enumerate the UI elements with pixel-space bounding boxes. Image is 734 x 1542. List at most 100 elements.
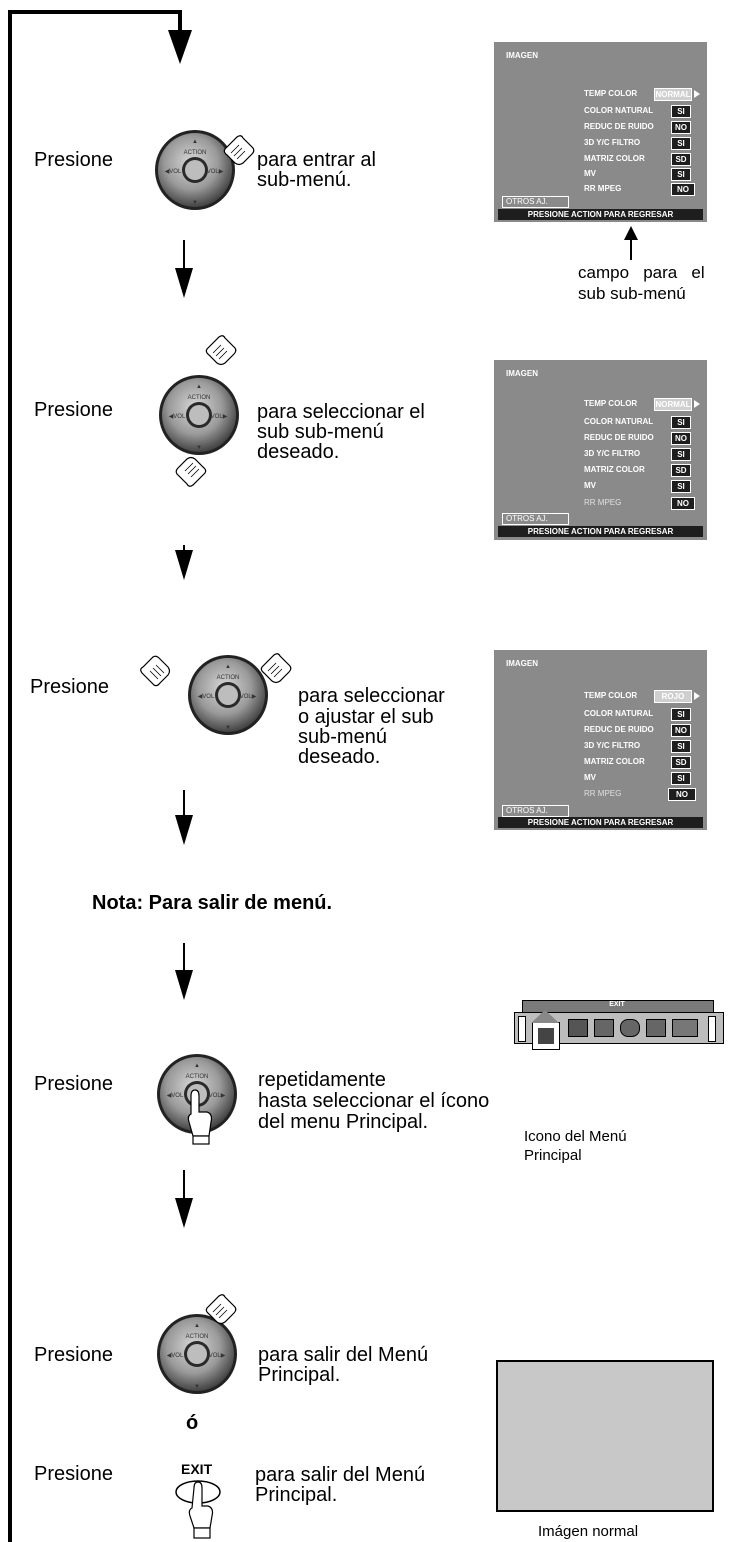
menu-value: NO [671, 432, 691, 445]
menu-value: SI [671, 416, 691, 429]
annotation-subsub-line1: campo para el [578, 263, 705, 282]
menu-item: COLOR NATURAL [584, 106, 654, 115]
step3-text4: deseado. [298, 746, 381, 768]
menu-otros: OTROS AJ. [502, 513, 569, 525]
flow-line-left [8, 10, 12, 1542]
menu-item: RR MPEG [584, 789, 622, 798]
menu-icons-caption-line2: Principal [524, 1147, 582, 1164]
camera-icon [594, 1019, 614, 1037]
normal-image-caption: Imágen normal [538, 1523, 639, 1540]
step-arrow-5-head [175, 1198, 193, 1228]
step2-text3: deseado. [257, 441, 340, 463]
step6-label: Presione [34, 1463, 113, 1485]
exit-button[interactable] [170, 1474, 230, 1542]
menu-footer-bar: PRESIONE ACTION PARA REGRESAR [498, 209, 703, 220]
menu-item: REDUC DE RUIDO [584, 725, 654, 734]
flow-line-top [8, 10, 182, 14]
main-menu-icons-bar: EXIT [514, 1000, 724, 1050]
note-heading: Nota: Para salir de menú. [92, 892, 333, 914]
step3-label: Presione [30, 676, 109, 698]
step1-label: Presione [34, 149, 113, 171]
menu-value: SD [671, 756, 691, 769]
flow-arrow-head [168, 30, 192, 64]
menu-value: NO [671, 183, 695, 196]
clock-icon [620, 1019, 640, 1037]
arrow-right-icon [694, 400, 700, 408]
step2-label: Presione [34, 399, 113, 421]
menu-item: MV [584, 773, 596, 782]
menu-item: 3D Y/C FILTRO [584, 138, 641, 147]
menu-icons-caption-line1: Icono del Menú [524, 1128, 627, 1145]
or-separator: ó [186, 1412, 199, 1434]
speaker-icon [568, 1019, 588, 1037]
menu-value: SI [671, 772, 691, 785]
menu-title: IMAGEN [506, 51, 538, 60]
step-arrow-1-line [183, 240, 185, 268]
menu-item: TEMP COLOR [584, 399, 638, 408]
menu-item: MATRIZ COLOR [584, 154, 645, 163]
step2-text2: sub sub-menú [257, 421, 384, 443]
annotation-subsub-line2: sub sub-menú [578, 284, 686, 303]
step1-text1: para entrar al [257, 149, 376, 171]
remote-dial-icon [140, 653, 292, 735]
menu-value: NORMAL [654, 88, 692, 101]
menu-otros: OTROS AJ. [502, 805, 569, 817]
step4-text1: repetidamente [258, 1069, 386, 1091]
menu-value: SD [671, 153, 691, 166]
step4-text2: hasta seleccionar el ícono [258, 1090, 490, 1112]
step2-text1: para seleccionar el [257, 401, 425, 423]
menu-value: SI [671, 168, 691, 181]
step1-text2: sub-menú. [257, 169, 352, 191]
step-arrow-3-line [183, 790, 185, 818]
menu-value: SI [671, 105, 691, 118]
step5-text2: Principal. [258, 1364, 341, 1386]
step3-text2: o ajustar el sub [298, 706, 434, 728]
menu-value: SI [671, 480, 691, 493]
step-arrow-3-head [175, 815, 193, 845]
menu-item: RR MPEG [584, 498, 622, 507]
menu-title: IMAGEN [506, 659, 538, 668]
normal-image-screen [496, 1360, 714, 1512]
menu-value: NO [671, 121, 691, 134]
menu-title: IMAGEN [506, 369, 538, 378]
menu-value: SI [671, 708, 691, 721]
menu-value: NO [668, 788, 696, 801]
menu-item: REDUC DE RUIDO [584, 433, 654, 442]
menu-item: MV [584, 481, 596, 490]
step6-text2: Principal. [255, 1484, 338, 1506]
menu-item: COLOR NATURAL [584, 417, 654, 426]
tv-menu-imagen-1: IMAGEN TEMP COLOR NORMAL COLOR NATURAL S… [494, 42, 707, 222]
step3-text1: para seleccionar [298, 685, 445, 707]
menu-otros: OTROS AJ. [502, 196, 569, 208]
step3-text3: sub-menú [298, 726, 387, 748]
step5-label: Presione [34, 1344, 113, 1366]
menu-item: RR MPEG [584, 184, 622, 193]
tv-menu-imagen-3: IMAGEN TEMP COLOR ROJO COLOR NATURAL SI … [494, 650, 707, 830]
remote-dial-icon [159, 335, 239, 487]
menu-item: 3D Y/C FILTRO [584, 741, 641, 750]
tv-menu-imagen-2: IMAGEN TEMP COLOR NORMAL COLOR NATURAL S… [494, 360, 707, 540]
menu-value: NO [671, 724, 691, 737]
menu-value: SI [671, 740, 691, 753]
menu-item: REDUC DE RUIDO [584, 122, 654, 131]
setup-icon [672, 1019, 698, 1037]
remote-dial-icon [157, 1294, 237, 1394]
remote-dial-icon [157, 1054, 237, 1145]
step-arrow-2-head [175, 550, 193, 580]
step4-label: Presione [34, 1073, 113, 1095]
step5-text1: para salir del Menú [258, 1344, 429, 1366]
menu-value: NO [671, 497, 695, 510]
step-arrow-5-line [183, 1170, 185, 1200]
menu-value: SD [671, 464, 691, 477]
step-arrow-1-head [175, 268, 193, 298]
annotation-arrow-line [630, 236, 632, 260]
menu-item: MATRIZ COLOR [584, 757, 645, 766]
menu-item: 3D Y/C FILTRO [584, 449, 641, 458]
arrow-right-icon [694, 90, 700, 98]
remote-dial-icon [155, 130, 255, 210]
menu-value: SI [671, 137, 691, 150]
lock-icon [646, 1019, 666, 1037]
arrow-right-icon [694, 692, 700, 700]
step4-text3: del menu Principal. [258, 1111, 429, 1133]
selected-picture-icon [531, 1010, 560, 1050]
